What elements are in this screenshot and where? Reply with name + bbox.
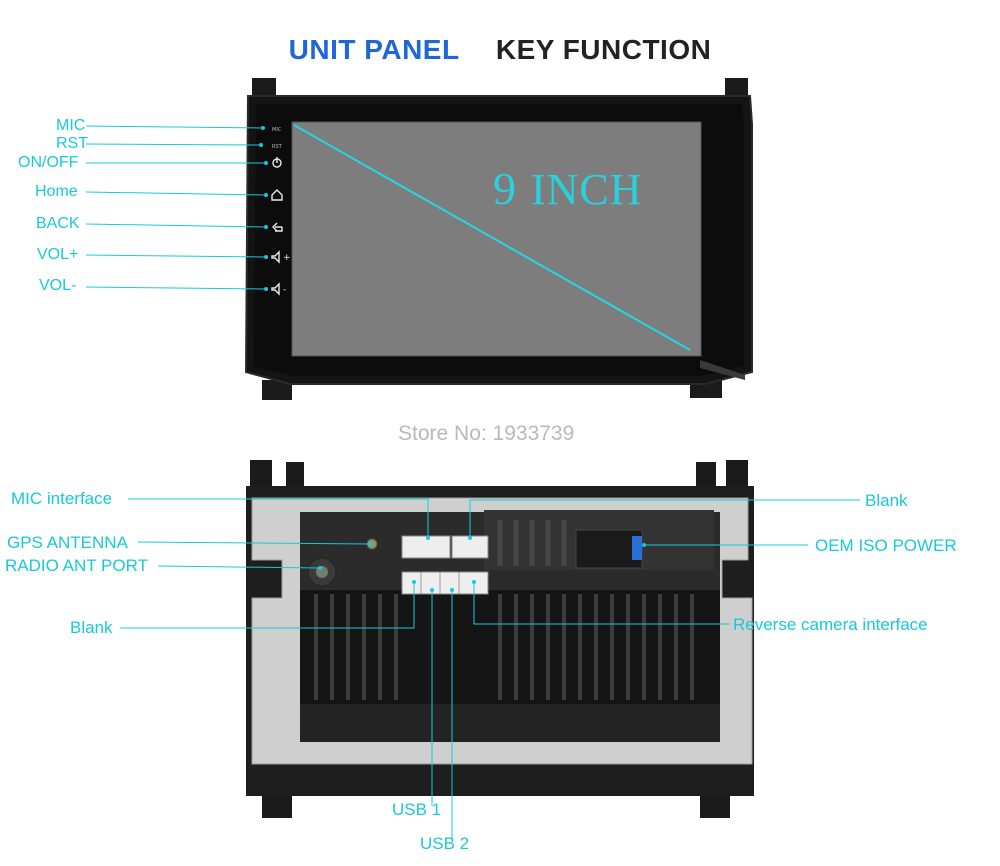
- screen-size-label: 9 INCH: [493, 162, 643, 215]
- label-gps-antenna: GPS ANTENNA: [7, 533, 128, 552]
- svg-text:-: -: [283, 285, 286, 295]
- screen-size-unit: INCH: [531, 165, 643, 214]
- label-mic: MIC: [56, 117, 86, 134]
- label-reverse-camera: Reverse camera interface: [733, 615, 928, 634]
- vol-down-icon: [271, 282, 280, 296]
- label-rst: RST: [56, 135, 88, 152]
- label-oem-iso-power: OEM ISO POWER: [815, 536, 957, 555]
- front-unit: + - MIC RST: [85, 78, 753, 400]
- label-mic-interface: MIC interface: [11, 489, 113, 508]
- label-vol-up: VOL+: [37, 246, 79, 263]
- store-watermark: Store No: 1933739: [398, 422, 575, 445]
- label-blank-left: Blank: [70, 618, 113, 637]
- title-unit-panel: UNIT PANEL: [288, 34, 460, 65]
- usb-camera-connector: [401, 571, 489, 595]
- rst-marking: RST: [272, 144, 283, 150]
- label-back: BACK: [36, 215, 80, 232]
- mic-marking: MIC: [272, 127, 282, 133]
- rear-unit: [120, 460, 860, 840]
- label-blank-right: Blank: [865, 491, 908, 510]
- vol-up-icon: [271, 250, 280, 264]
- label-usb1: USB 1: [392, 800, 442, 819]
- svg-text:+: +: [283, 253, 291, 263]
- page-title: UNIT PANEL KEY FUNCTION: [0, 34, 1000, 66]
- back-icon: [272, 222, 283, 232]
- home-icon: [271, 189, 283, 201]
- label-home: Home: [35, 183, 78, 200]
- label-radio-ant-port: RADIO ANT PORT: [5, 556, 148, 575]
- label-usb2: USB 2: [420, 834, 470, 853]
- label-vol-down: VOL-: [39, 277, 77, 294]
- screen-size-number: 9: [493, 163, 517, 214]
- mic-connector: [401, 535, 451, 559]
- label-on-off: ON/OFF: [18, 154, 79, 171]
- title-key-function: KEY FUNCTION: [495, 34, 712, 65]
